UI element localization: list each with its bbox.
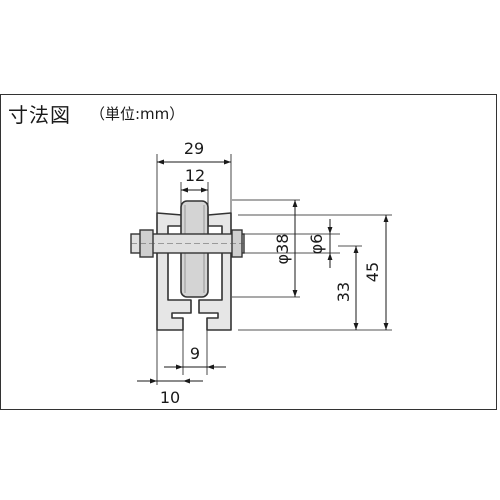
dim-wheel-diameter-label: φ38 xyxy=(273,234,292,265)
unit-note: （単位:mm） xyxy=(90,105,185,123)
dim-wheel-diameter: φ38 xyxy=(273,200,298,297)
dim-axle-height: 33 xyxy=(334,245,362,330)
dim-wheel-width: 12 xyxy=(181,166,208,193)
dim-slot-width-label: 9 xyxy=(190,344,200,363)
dim-overall-height-label: 45 xyxy=(363,262,382,282)
dim-axle-diameter-label: φ6 xyxy=(307,234,326,255)
dim-flange-offset-label: 10 xyxy=(160,388,180,407)
extension-lines xyxy=(156,154,392,385)
drawing-title: 寸法図 xyxy=(8,103,71,127)
dim-overall-height: 45 xyxy=(363,215,389,330)
dim-axle-diameter: φ6 xyxy=(307,219,333,268)
dim-axle-height-label: 33 xyxy=(334,282,353,302)
dim-overall-width: 29 xyxy=(157,139,231,165)
dim-flange-offset: 10 xyxy=(137,378,203,407)
dim-slot-width: 9 xyxy=(164,344,226,370)
drawing-frame xyxy=(0,94,497,410)
dim-overall-width-label: 29 xyxy=(184,139,204,158)
dim-wheel-width-label: 12 xyxy=(185,166,205,185)
